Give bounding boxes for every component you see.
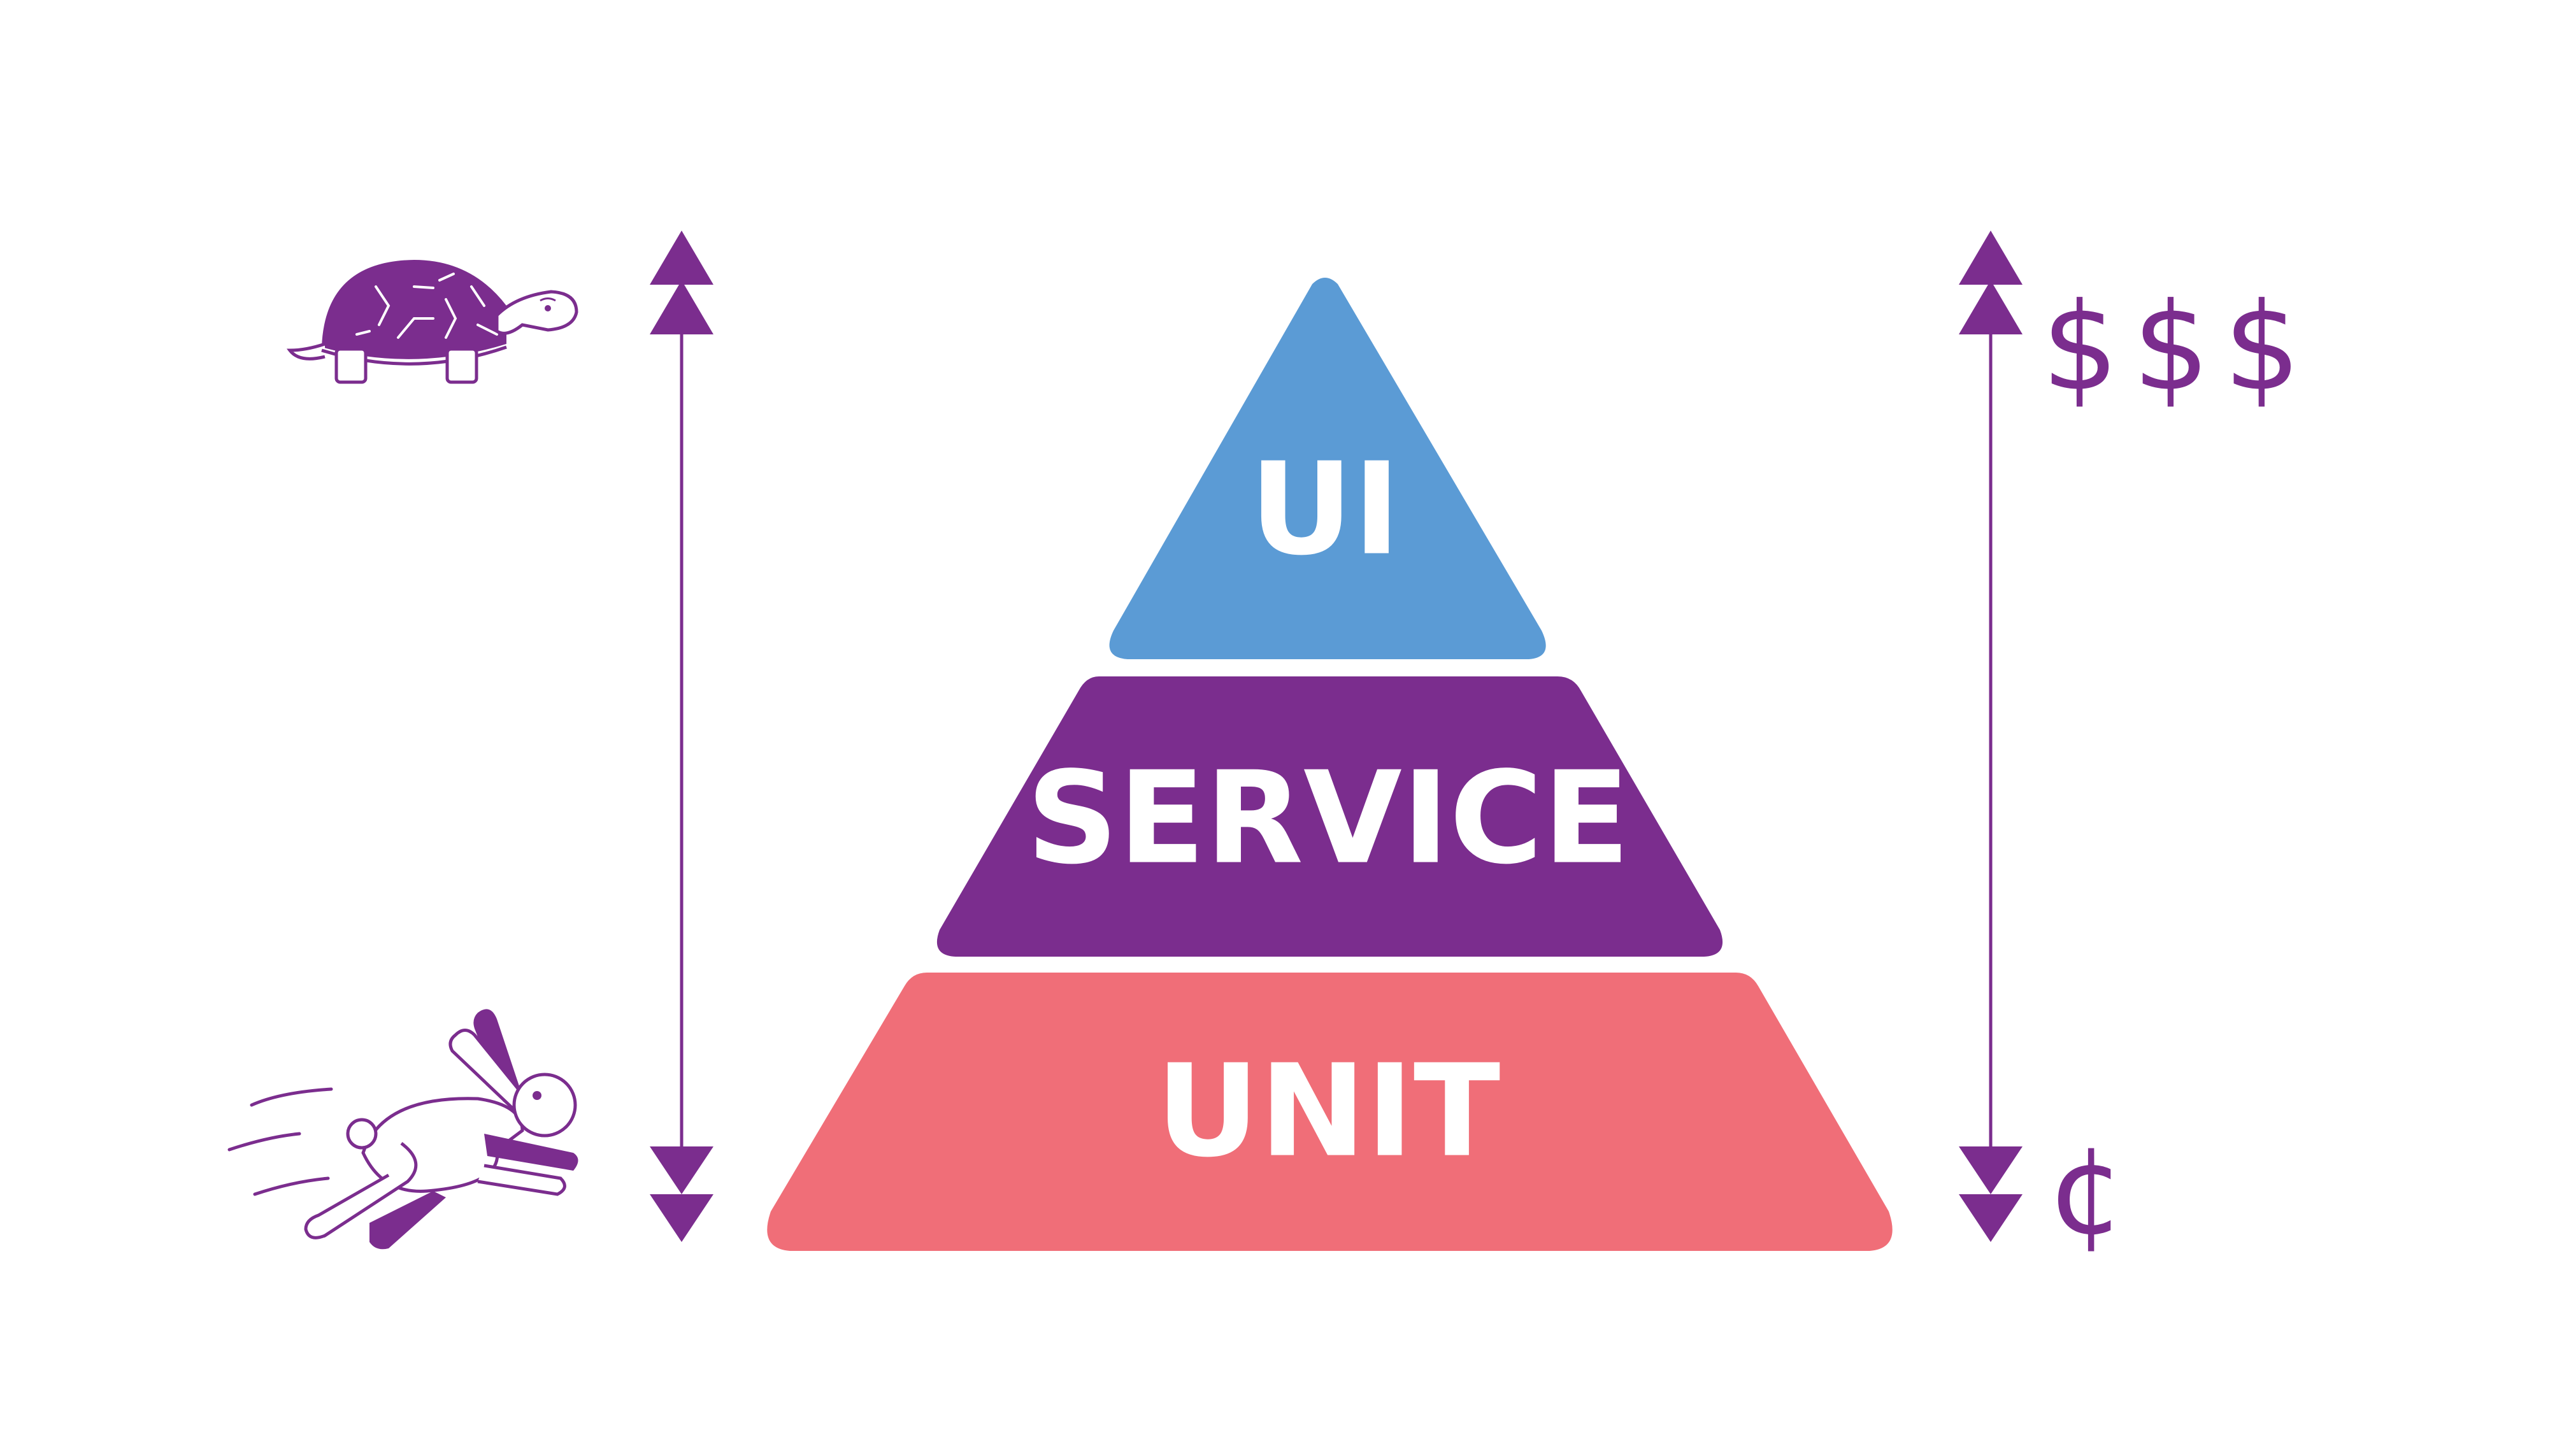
pyramid-tier-ui-label: UI: [1250, 436, 1401, 584]
arrowhead-down-icon: [1959, 1146, 2023, 1194]
pyramid: UI SERVICE UNIT: [767, 278, 1893, 1251]
rabbit-icon: [227, 1009, 578, 1250]
cost-scale-arrow: [1959, 231, 2023, 1242]
arrowhead-up-icon: [1959, 280, 2023, 334]
arrowhead-up-icon: [650, 231, 713, 285]
arrowhead-down-icon: [1959, 1194, 2023, 1242]
turtle-icon: [286, 260, 578, 384]
pyramid-tier-service: [936, 676, 1723, 957]
arrowhead-up-icon: [1959, 231, 2023, 285]
pyramid-tier-unit: [767, 973, 1893, 1251]
cost-high-label: $$$: [2042, 277, 2315, 418]
pyramid-tier-service-label: SERVICE: [1026, 745, 1629, 893]
cost-low-label: ¢: [2048, 1121, 2125, 1262]
arrowhead-up-icon: [650, 280, 713, 334]
pyramid-tier-ui: [1109, 278, 1546, 659]
arrowhead-down-icon: [650, 1194, 713, 1242]
arrowhead-down-icon: [650, 1146, 713, 1194]
speed-scale-arrow: [650, 231, 713, 1242]
pyramid-tier-unit-label: UNIT: [1156, 1038, 1501, 1186]
